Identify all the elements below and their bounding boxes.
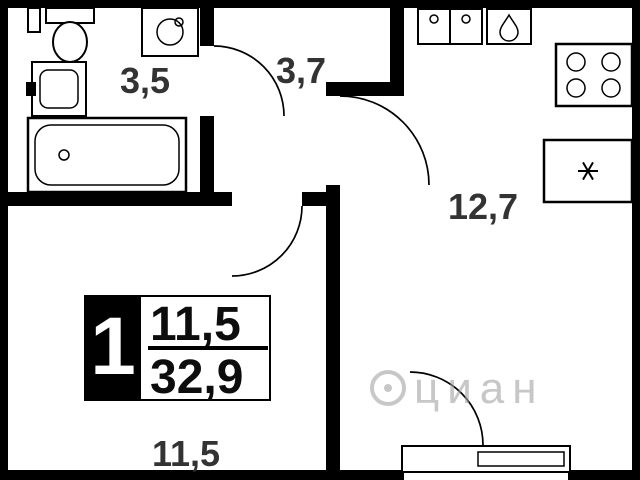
wall-right [632, 0, 640, 480]
fridge-freezer-icon [542, 138, 634, 204]
wall-middle-vertical [326, 185, 340, 470]
cian-logo-dot-icon [384, 384, 392, 392]
balcony-door [401, 445, 571, 473]
wall-bathroom-bottom [8, 192, 232, 206]
stove-icon [554, 42, 634, 108]
wall-bathroom-right-lower [200, 116, 214, 206]
summary-box: 1 11,5 32,9 [84, 295, 271, 404]
kitchen-sink-icon [417, 8, 483, 45]
door-arc-living-room [231, 205, 303, 277]
drain-icon [58, 149, 70, 161]
bathroom-sink-icon [26, 61, 87, 117]
watermark-text: циан [414, 364, 545, 413]
balcony-window-pane [477, 451, 565, 467]
rooms-count-value: 1 [90, 301, 136, 392]
wall-kitchen-horizontal [326, 82, 404, 96]
bathroom-fixtures [26, 7, 199, 194]
kitchen-area-label: 12,7 [448, 186, 518, 227]
hallway-area-label: 3,7 [276, 50, 326, 91]
door-arc-balcony [409, 371, 484, 446]
snowflake-icon [578, 161, 598, 181]
faucet-icon [26, 82, 36, 96]
kitchen-fixtures [417, 8, 634, 204]
watermark: циан [370, 364, 545, 413]
living-area-value: 11,5 [150, 298, 241, 351]
washing-machine-icon [141, 7, 199, 57]
wall-bottom-left [0, 470, 404, 480]
balcony-door-frame [401, 445, 571, 473]
living-room-area-label: 11,5 [152, 433, 220, 474]
wall-top [0, 0, 640, 8]
bathtub-icon [26, 116, 188, 194]
wall-bottom-right [568, 470, 640, 480]
toilet-icon [27, 7, 95, 63]
doors [213, 45, 484, 446]
door-arc-bathroom [213, 45, 285, 117]
droplet-icon [499, 13, 519, 42]
water-heater-icon [486, 8, 532, 45]
door-arc-kitchen [339, 95, 430, 186]
wall-kitchen-top-vertical [390, 8, 404, 82]
bathroom-area-label: 3,5 [120, 60, 170, 101]
total-area-value: 32,9 [150, 351, 243, 404]
wall-bathroom-right-upper [200, 8, 214, 46]
rooms-count-badge [85, 296, 141, 400]
wall-left [0, 0, 8, 480]
room-labels: 3,5 3,7 12,7 11,5 [120, 50, 518, 474]
cian-logo-icon [370, 370, 406, 406]
